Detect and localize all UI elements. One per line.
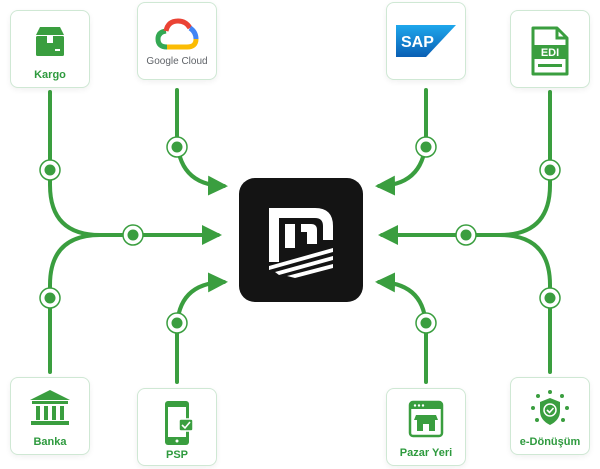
card-banka[interactable]: Banka (10, 377, 90, 455)
hub-logo-tile (239, 178, 363, 302)
card-label: Pazar Yeri (399, 447, 453, 459)
node-dot (166, 312, 188, 334)
card-label: Kargo (34, 69, 66, 81)
google-cloud-icon (138, 17, 216, 51)
node-dot (39, 159, 61, 181)
card-edi[interactable]: EDI (510, 10, 590, 88)
card-google-cloud[interactable]: Google Cloud (137, 2, 217, 80)
node-dot (455, 224, 477, 246)
node-dot (539, 287, 561, 309)
mobile-payment-icon (138, 399, 216, 447)
node-dot (415, 312, 437, 334)
card-sap[interactable]: SAP (386, 2, 466, 80)
node-dot (166, 136, 188, 158)
card-label: Google Cloud (146, 56, 208, 67)
connector-edi (378, 90, 552, 245)
edi-document-icon: EDI (511, 25, 589, 77)
card-label: e-Dönüşüm (519, 436, 581, 448)
mm-logo-icon (269, 208, 333, 278)
edi-text: EDI (541, 47, 559, 59)
card-label: PSP (165, 449, 188, 461)
card-label: Banka (33, 436, 67, 448)
connector-pazar-yeri (375, 272, 428, 384)
marketplace-store-icon (387, 399, 465, 439)
card-pazar-yeri[interactable]: Pazar Yeri (386, 388, 466, 466)
package-icon (11, 21, 89, 61)
connector-psp (175, 272, 228, 384)
shield-check-icon (511, 388, 589, 432)
connector-nodes (39, 136, 561, 334)
card-e-donusum[interactable]: e-Dönüşüm (510, 377, 590, 455)
node-dot (415, 136, 437, 158)
bank-icon (11, 388, 89, 428)
connector-e-donusum (498, 233, 552, 374)
connector-sap (375, 88, 428, 196)
card-kargo[interactable]: Kargo (10, 10, 90, 88)
connector-kargo (48, 90, 222, 245)
connector-google-cloud (175, 88, 228, 196)
sap-logo-text: SAP (401, 34, 434, 51)
node-dot (539, 159, 561, 181)
node-dot (122, 224, 144, 246)
sap-logo: SAP (387, 25, 465, 57)
connector-banka (48, 233, 102, 374)
node-dot (39, 287, 61, 309)
card-psp[interactable]: PSP (137, 388, 217, 466)
